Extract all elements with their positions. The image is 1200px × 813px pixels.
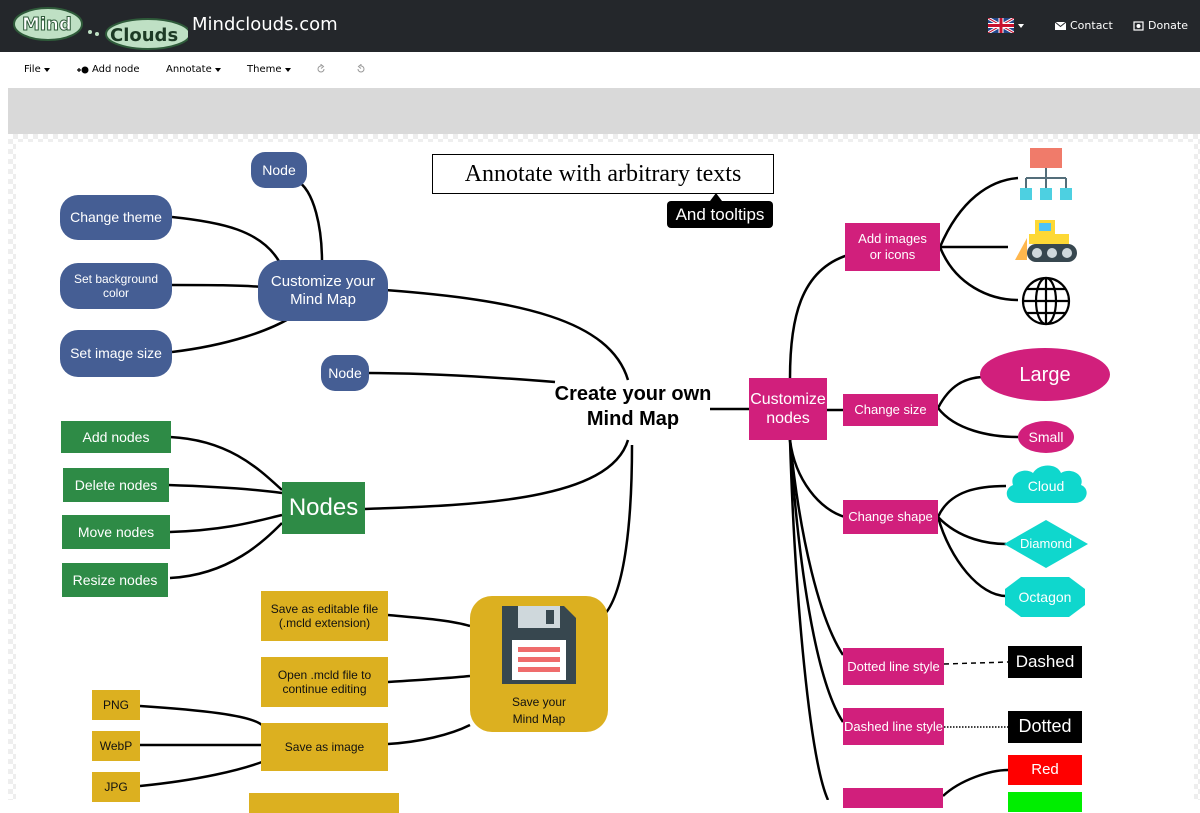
annotate-menu-label: Annotate (166, 64, 212, 75)
tooltip-label[interactable]: And tooltips (667, 201, 773, 228)
floppy-disk-icon (502, 606, 576, 684)
dotted-node[interactable]: Dotted (1008, 711, 1082, 743)
partial-magenta-node[interactable] (843, 788, 943, 808)
node-top[interactable]: Node (251, 152, 307, 188)
save-hub-line2: Mind Map (512, 711, 566, 726)
dotted-line-style-node[interactable]: Dotted line style (843, 648, 944, 685)
chevron-down-icon (43, 67, 50, 72)
change-shape-node[interactable]: Change shape (843, 500, 938, 534)
mindclouds-logo[interactable]: Mind Clouds (8, 2, 188, 50)
bulldozer-icon[interactable] (1013, 218, 1079, 264)
large-node[interactable]: Large (980, 348, 1110, 401)
chevron-down-icon (284, 67, 291, 72)
octagon-node[interactable]: Octagon (1005, 577, 1085, 617)
change-size-node[interactable]: Change size (843, 394, 938, 426)
envelope-icon (1055, 21, 1066, 30)
dashed-node[interactable]: Dashed (1008, 646, 1082, 678)
cloud-shape[interactable] (1001, 463, 1091, 509)
partial-yellow-node[interactable] (249, 793, 399, 813)
org-chart-icon[interactable] (1018, 148, 1074, 202)
set-background-node[interactable]: Set background color (60, 263, 172, 309)
png-node[interactable]: PNG (92, 690, 140, 720)
annotate-menu[interactable]: Annotate (166, 64, 221, 75)
chevron-down-icon (1018, 23, 1024, 28)
open-file-line1: Open .mcld file to (277, 667, 372, 682)
undo-icon[interactable] (316, 64, 326, 74)
small-node[interactable]: Small (1018, 421, 1074, 453)
site-name[interactable]: Mindclouds.com (192, 14, 338, 35)
annotation-text-box[interactable]: Annotate with arbitrary texts (432, 154, 774, 194)
customize-map-node[interactable]: Customize your Mind Map (258, 260, 388, 321)
contact-link[interactable]: Contact (1055, 19, 1113, 32)
logo-mind-text: Mind (22, 14, 72, 35)
set-background-line2: color (102, 286, 129, 300)
theme-menu-label: Theme (247, 64, 282, 75)
save-editable-line1: Save as editable file (270, 601, 379, 616)
file-menu[interactable]: File (24, 64, 50, 75)
add-nodes-node[interactable]: Add nodes (61, 421, 171, 453)
delete-nodes-node[interactable]: Delete nodes (63, 468, 169, 502)
add-node-label: Add node (92, 64, 140, 75)
move-nodes-node[interactable]: Move nodes (62, 515, 170, 549)
globe-icon[interactable] (1020, 275, 1072, 327)
add-images-line1: Add images (858, 231, 927, 247)
dashed-line-style-node[interactable]: Dashed line style (843, 708, 944, 745)
contact-label: Contact (1070, 19, 1113, 32)
donate-label: Donate (1148, 19, 1188, 32)
cloud-label: Cloud (1027, 477, 1065, 494)
central-node-line1: Create your own (554, 383, 712, 405)
green-color-node[interactable] (1008, 792, 1082, 812)
central-node-line2: Mind Map (586, 408, 680, 430)
save-mindmap-label: Save your Mind Map (470, 694, 608, 728)
canvas-top-area (8, 88, 1200, 134)
donate-link[interactable]: Donate (1133, 19, 1188, 32)
add-images-line2: or icons (869, 247, 916, 262)
resize-nodes-node[interactable]: Resize nodes (62, 563, 168, 597)
file-menu-label: File (24, 64, 41, 75)
open-file-node[interactable]: Open .mcld file to continue editing (261, 657, 388, 707)
nodes-hub-node[interactable]: Nodes (282, 482, 365, 534)
save-mindmap-node[interactable]: Save your Mind Map (470, 596, 608, 732)
customize-nodes-line1: Customize (750, 390, 826, 408)
central-node[interactable]: Create your own Mind Map (548, 382, 718, 432)
top-navbar: Mind Clouds Mindclouds.com Contact Donat… (0, 0, 1200, 52)
uk-flag-icon (988, 18, 1014, 33)
save-editable-node[interactable]: Save as editable file (.mcld extension) (261, 591, 388, 641)
set-background-line1: Set background (73, 271, 159, 286)
customize-map-line2: Mind Map (290, 290, 356, 308)
node-mid[interactable]: Node (321, 355, 369, 391)
save-editable-line2: (.mcld extension) (278, 616, 371, 630)
jpg-node[interactable]: JPG (92, 772, 140, 802)
language-dropdown[interactable] (988, 18, 1024, 33)
add-images-node[interactable]: Add images or icons (845, 223, 940, 271)
set-image-size-node[interactable]: Set image size (60, 330, 172, 377)
save-as-image-node[interactable]: Save as image (261, 723, 388, 771)
save-hub-line1: Save your (511, 695, 567, 709)
editor-toolbar: File Add node Annotate Theme (0, 52, 1200, 88)
logo-clouds-text: Clouds (110, 25, 178, 46)
customize-map-line1: Customize your (270, 272, 376, 290)
change-theme-node[interactable]: Change theme (60, 195, 172, 240)
webp-node[interactable]: WebP (92, 731, 140, 761)
redo-icon[interactable] (356, 64, 366, 74)
add-node-icon (77, 66, 89, 73)
theme-menu[interactable]: Theme (247, 64, 291, 75)
customize-nodes-line2: nodes (766, 410, 810, 427)
add-node-button[interactable]: Add node (77, 64, 140, 75)
chevron-down-icon (214, 67, 221, 72)
red-node[interactable]: Red (1008, 755, 1082, 785)
donate-icon (1133, 20, 1144, 31)
open-file-line2: continue editing (282, 682, 367, 696)
customize-nodes-node[interactable]: Customize nodes (749, 378, 827, 440)
